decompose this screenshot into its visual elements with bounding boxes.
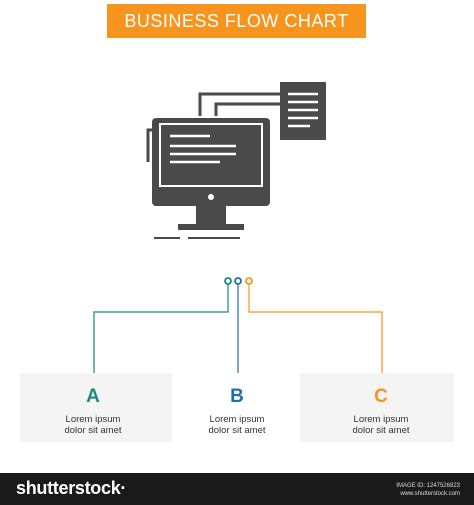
shutterstock-logo: shutterstock· [16,478,127,498]
step-a: A Lorem ipsum dolor sit amet [33,386,153,436]
title-banner: BUSINESS FLOW CHART [107,4,366,38]
step-a-text: Lorem ipsum dolor sit amet [33,414,153,436]
step-c-letter: C [374,386,388,407]
document-lines [288,92,318,128]
step-b-letter: B [230,386,244,407]
step-a-line2: dolor sit amet [64,425,122,436]
monitor-stand [196,206,226,224]
chart-title: BUSINESS FLOW CHART [124,10,349,31]
panel-c [300,373,454,442]
step-a-letter: A [86,386,100,407]
step-c-line2: dolor sit amet [352,425,410,436]
step-b-text: Lorem ipsum dolor sit amet [177,414,297,436]
link-line [198,92,280,116]
site-url: www.shutterstock.com [400,491,460,497]
monitor-base [178,224,244,230]
power-dot [208,194,214,200]
footer-meta: IMAGE ID: 1247526823 www.shutterstock.co… [396,482,460,498]
step-b-line1: Lorem ipsum [209,414,265,425]
step-c: C Lorem ipsum dolor sit amet [321,386,441,436]
panel-b [174,373,298,442]
screen-lines [170,134,236,164]
connector-a [93,284,229,376]
node-b-dot [234,277,242,285]
footer-bar: shutterstock· IMAGE ID: 1247526823 www.s… [0,473,474,505]
image-id: IMAGE ID: 1247526823 [396,483,460,489]
step-c-line1: Lorem ipsum [353,414,409,425]
step-b: B Lorem ipsum dolor sit amet [177,386,297,436]
link-line [214,102,280,116]
connector-c [248,284,383,376]
flow-connectors [93,277,383,376]
node-c-dot [245,277,253,285]
step-b-line2: dolor sit amet [208,425,266,436]
computer-monitor-with-document-icon [146,82,326,239]
step-c-text: Lorem ipsum dolor sit amet [321,414,441,436]
step-a-line1: Lorem ipsum [65,414,121,425]
node-a-dot [224,277,232,285]
panel-a [20,373,172,442]
